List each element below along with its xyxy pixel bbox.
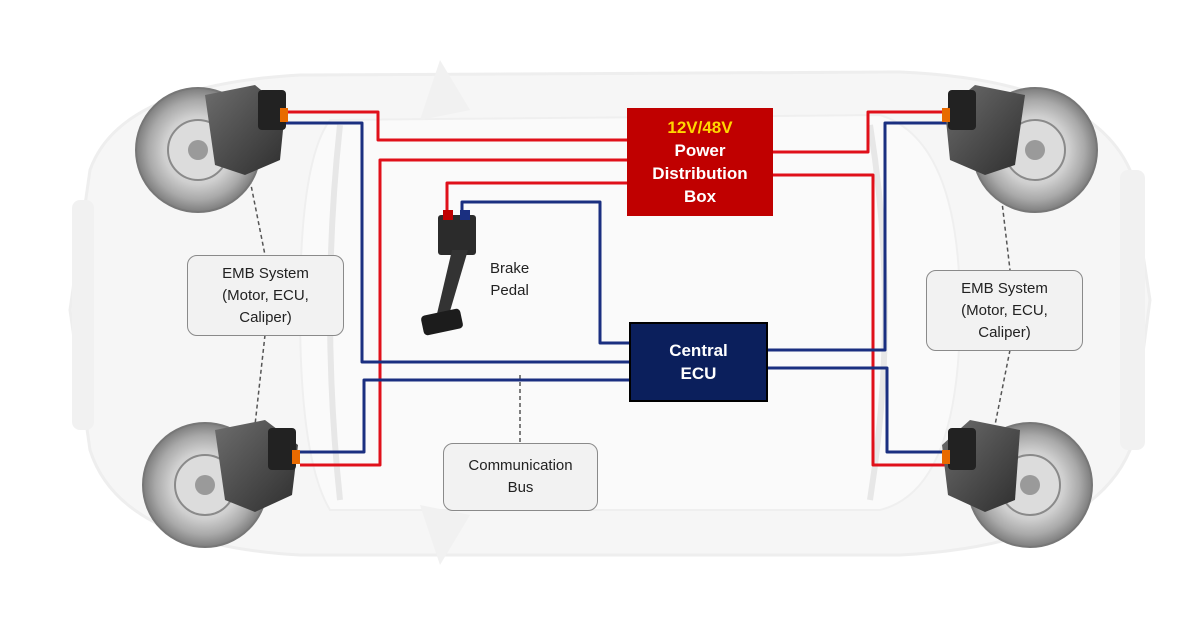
wheel-front-right — [942, 85, 1098, 213]
signal-line-brake-pedal — [460, 200, 629, 345]
emb-system-label-right: EMB System (Motor, ECU, Caliper) — [926, 270, 1083, 351]
brake-pedal-label: Brake Pedal — [490, 258, 529, 302]
communication-bus-label: Communication Bus — [443, 443, 598, 511]
comm-bus-line1: Communication — [468, 457, 573, 474]
signal-line-front-right — [768, 121, 950, 352]
power-line-brake-pedal — [445, 181, 627, 220]
pdb-line2: Distribution — [652, 164, 748, 183]
power-lines — [285, 110, 950, 467]
wheel-rear-left — [142, 420, 300, 548]
pdb-line3: Box — [683, 187, 717, 206]
wheel-front-left — [135, 85, 288, 213]
emb-left-line3: Caliper) — [239, 308, 292, 326]
wheel-rear-right — [942, 420, 1093, 548]
central-ecu-box: Central ECU — [629, 322, 768, 402]
pdb-voltage: 12V/48V — [667, 118, 733, 137]
emb-right-line1: EMB System — [961, 279, 1048, 297]
comm-bus-line2: Bus — [507, 479, 534, 496]
power-line-front-left — [285, 110, 627, 142]
brake-pedal-line1: Brake — [490, 260, 530, 277]
signal-line-front-left — [285, 121, 629, 364]
signal-line-rear-right — [768, 366, 950, 454]
power-line-rear-left — [300, 158, 627, 467]
emb-left-line1: EMB System — [222, 264, 309, 282]
signal-lines — [285, 121, 950, 454]
brake-pedal-icon — [421, 210, 476, 336]
emb-dashed-links — [249, 179, 1011, 445]
power-distribution-box: 12V/48V Power Distribution Box — [627, 108, 773, 216]
pdb-line1: Power — [674, 141, 726, 160]
power-line-rear-right — [773, 173, 950, 467]
ecu-line1: Central — [669, 341, 728, 360]
brake-pedal-line2: Pedal — [490, 282, 529, 299]
ecu-line2: ECU — [680, 364, 717, 383]
emb-system-label-left: EMB System (Motor, ECU, Caliper) — [187, 255, 344, 336]
emb-right-line2: (Motor, ECU, — [961, 301, 1048, 319]
power-line-front-right — [773, 110, 950, 154]
emb-right-line3: Caliper) — [978, 323, 1031, 341]
signal-line-rear-left — [300, 378, 629, 454]
emb-left-line2: (Motor, ECU, — [222, 286, 309, 304]
